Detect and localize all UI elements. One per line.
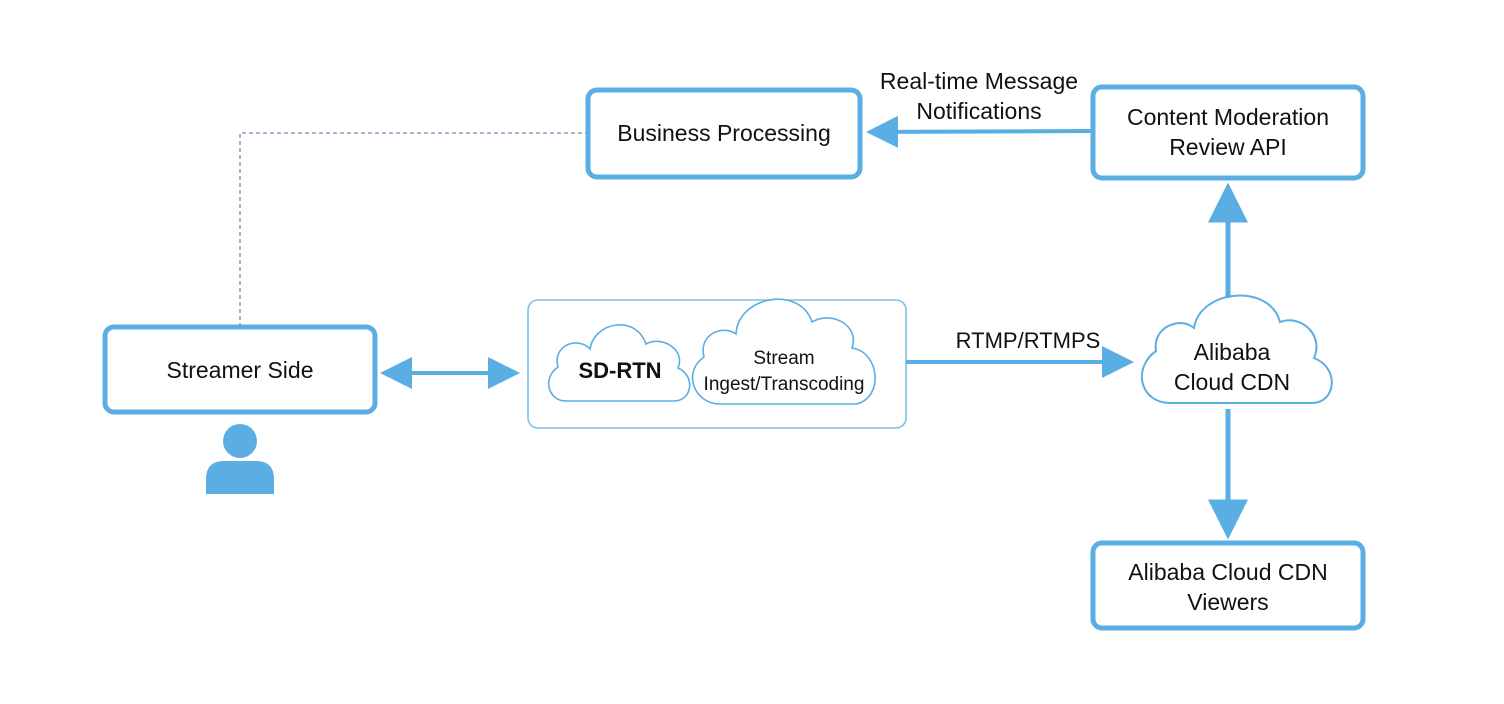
streamer-side-label: Streamer Side <box>166 357 313 383</box>
business-processing-label: Business Processing <box>617 120 831 146</box>
stream-ingest-label-line1: Stream <box>753 348 814 369</box>
sd-rtn-label: SD-RTN <box>578 358 661 383</box>
person-icon <box>206 424 274 494</box>
rtmp-label: RTMP/RTMPS <box>956 328 1101 353</box>
notification-label-line2: Notifications <box>916 98 1041 124</box>
stream-ingest-cloud: Stream Ingest/Transcoding <box>691 298 876 405</box>
stream-ingest-label-line2: Ingest/Transcoding <box>704 374 865 395</box>
notification-arrow <box>866 115 1092 148</box>
alibaba-cdn-label-line1: Alibaba <box>1194 339 1271 365</box>
streamer-side-node: Streamer Side <box>102 324 378 415</box>
content-moderation-node: Content Moderation Review API <box>1090 84 1366 181</box>
sd-rtn-cloud: SD-RTN <box>547 324 691 402</box>
content-moderation-label-line1: Content Moderation <box>1127 104 1329 130</box>
business-processing-node: Business Processing <box>585 87 863 180</box>
cdn-viewers-label-line1: Alibaba Cloud CDN <box>1128 559 1327 585</box>
alibaba-cdn-label-line2: Cloud CDN <box>1174 369 1290 395</box>
cdn-viewers-node: Alibaba Cloud CDN Viewers <box>1090 540 1366 631</box>
alibaba-cdn-cloud: Alibaba Cloud CDN <box>1140 294 1333 404</box>
notification-label-line1: Real-time Message <box>880 68 1078 94</box>
content-moderation-label-line2: Review API <box>1169 134 1287 160</box>
cdn-viewers-label-line2: Viewers <box>1187 589 1268 615</box>
dashed-connector <box>239 132 588 327</box>
